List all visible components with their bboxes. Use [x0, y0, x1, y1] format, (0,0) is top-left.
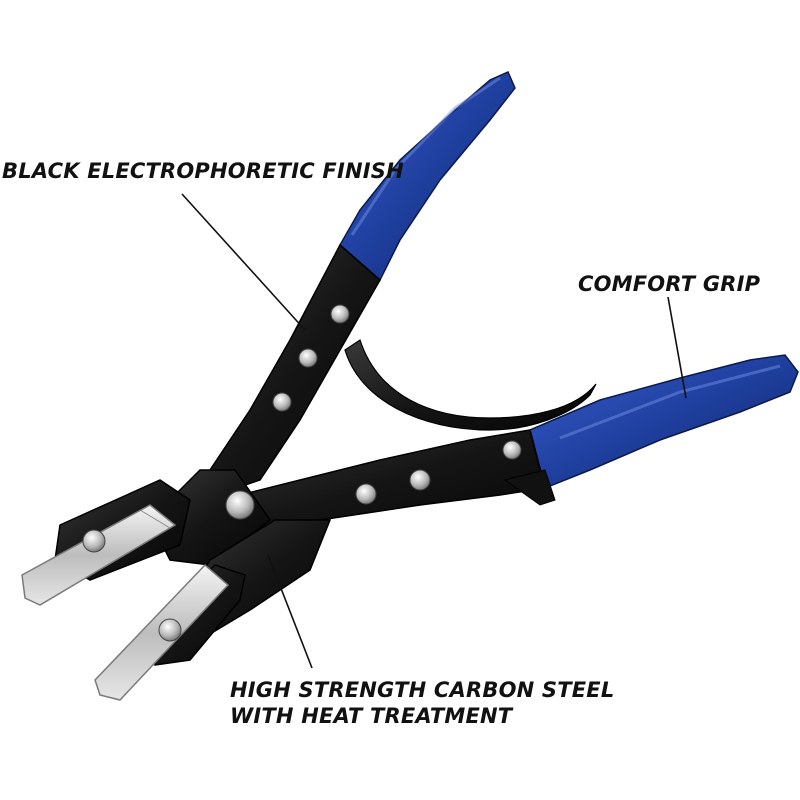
pivot-rivet: [225, 490, 255, 520]
rivet: [82, 529, 106, 553]
rivet: [502, 440, 522, 460]
steel-leader: [267, 554, 313, 669]
rivet: [298, 348, 318, 368]
grip-leader: [667, 296, 687, 399]
rivet: [330, 304, 350, 324]
spring-arc: [344, 339, 597, 431]
steel-label-line-1: HIGH STRENGTH CARBON STEEL: [230, 678, 615, 702]
lower-grip: [529, 354, 799, 490]
rivet: [355, 483, 377, 505]
rivet: [409, 469, 431, 491]
rivets: [82, 304, 522, 642]
grip-label: COMFORT GRIP: [578, 272, 761, 296]
steel-label: HIGH STRENGTH CARBON STEEL WITH HEAT TRE…: [230, 677, 614, 730]
upper-chrome-tip: [21, 504, 177, 606]
rivet: [272, 392, 292, 412]
finish-label: BLACK ELECTROPHORETIC FINISH: [2, 159, 404, 183]
rivet: [158, 618, 182, 642]
finish-leader: [181, 193, 306, 331]
upper-grip: [339, 71, 516, 282]
steel-label-line-2: WITH HEAT TREATMENT: [230, 704, 513, 729]
lock-tab: [503, 469, 556, 506]
leader-lines: [181, 193, 687, 669]
